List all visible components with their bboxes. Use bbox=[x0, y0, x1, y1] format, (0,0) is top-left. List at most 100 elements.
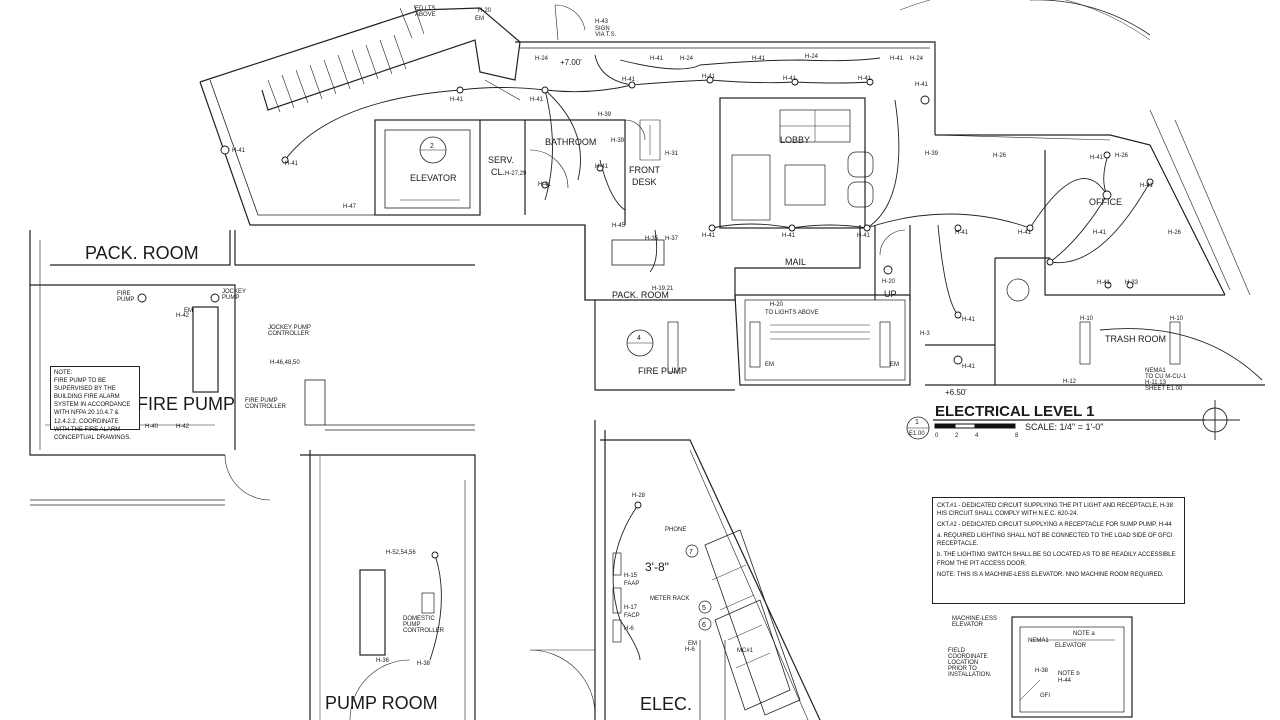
circuit-tag: H-37 bbox=[665, 236, 679, 242]
circuit-tag: H-26 bbox=[1168, 230, 1182, 236]
jockey-pump-label: JOCKEY PUMP bbox=[222, 289, 247, 301]
circuit-tag: H-41 bbox=[650, 56, 664, 62]
mc1-label: MC#1 bbox=[737, 648, 754, 654]
circuit-tag: H-31 bbox=[665, 151, 679, 157]
room-label-fire-pump: FIRE PUMP bbox=[137, 394, 235, 414]
circuit-tag: H-41 bbox=[1090, 155, 1104, 161]
circuit-tag: H-10 bbox=[1170, 316, 1184, 322]
em-label: EM bbox=[765, 362, 774, 368]
room-label-bathroom: BATHROOM bbox=[545, 137, 596, 147]
fixture bbox=[1102, 190, 1112, 200]
facp-label: FACP bbox=[624, 613, 640, 619]
circuit-tag: H-39 bbox=[598, 112, 612, 118]
fixture bbox=[708, 224, 716, 232]
general-note: a. REQUIRED LIGHTING SHALL NOT BE CONNEC… bbox=[937, 533, 1173, 548]
stair-treads bbox=[267, 34, 407, 113]
detail-h38: H-38 bbox=[1035, 668, 1049, 674]
lobby-rug bbox=[719, 97, 866, 229]
circuit-tag: H-28 bbox=[632, 493, 646, 499]
ed-lts-label: ED LTS ABOVE bbox=[415, 6, 436, 18]
fixture bbox=[1026, 224, 1034, 232]
circuit-tag: H-19,21 bbox=[652, 286, 674, 292]
general-note: CKT.#2 - DEDICATED CIRCUIT SUPPLYING A R… bbox=[937, 522, 1172, 529]
room-label-pump-room: PUMP ROOM bbox=[325, 693, 438, 713]
circuit-tag: H-15 bbox=[624, 573, 638, 579]
fixture bbox=[1103, 151, 1111, 159]
fixture bbox=[788, 224, 796, 232]
circuit-tag: H-41 bbox=[782, 233, 796, 239]
circuit-tag: H-43 bbox=[595, 19, 609, 25]
fixture bbox=[596, 164, 604, 172]
fire-pump-note: NOTE: FIRE PUMP TO BE SUPERVISED BY THE … bbox=[50, 366, 140, 441]
stair-treads-2 bbox=[399, 4, 425, 39]
fixture bbox=[920, 95, 930, 105]
circuit-tag: H-20 bbox=[770, 302, 784, 308]
circuit-tag: H-39 bbox=[611, 138, 625, 144]
circuit-tag: H-41 bbox=[857, 233, 871, 239]
circuit-tag: H-12 bbox=[1063, 379, 1077, 385]
dimension-label: 3'-8" bbox=[645, 560, 669, 574]
wall bbox=[584, 225, 861, 301]
detail-h44: H-44 bbox=[1058, 678, 1072, 684]
fixture bbox=[1046, 258, 1054, 266]
wall bbox=[484, 79, 521, 101]
fixture bbox=[220, 145, 230, 155]
room-label-cl: CL. bbox=[491, 167, 505, 177]
circuit-tag: H-41 bbox=[1093, 230, 1107, 236]
machine-less-label: MACHINE-LESS ELEVATOR bbox=[952, 616, 998, 628]
circuit-tag: H-41 bbox=[538, 182, 552, 188]
circuit-tag: H-41 bbox=[1018, 230, 1032, 236]
circuit-tag: H-24 bbox=[535, 56, 549, 62]
elevator-car bbox=[384, 129, 471, 209]
em-label: EM bbox=[184, 308, 193, 314]
wall bbox=[515, 41, 936, 135]
scale-tick: 8 bbox=[1015, 433, 1019, 439]
circuit-tag: H-41 bbox=[783, 76, 797, 82]
circuit-tag: H-41 bbox=[890, 56, 904, 62]
room-label-lobby: LOBBY bbox=[780, 135, 810, 145]
circuit-tag: H-17 bbox=[624, 605, 638, 611]
domestic-controller-label: DOMESTIC PUMP CONTROLLER bbox=[403, 616, 445, 634]
circuit-tag: H-20 bbox=[882, 279, 896, 285]
fixture bbox=[791, 78, 799, 86]
general-note: b. THE LIGHTING SWITCH SHALL BE SO LOCAT… bbox=[937, 552, 1176, 567]
room-label-elec: ELEC. bbox=[640, 694, 692, 714]
fixture bbox=[954, 311, 962, 319]
circuit-tag: H-24 bbox=[910, 56, 924, 62]
wall bbox=[935, 134, 1226, 296]
meter-rack-label: METER RACK bbox=[650, 596, 689, 602]
fixture bbox=[883, 265, 893, 275]
fixture bbox=[954, 224, 962, 232]
wall bbox=[29, 230, 225, 456]
circuit-tag: H-41 bbox=[915, 82, 929, 88]
circuit-tag: H-41 bbox=[752, 56, 766, 62]
wall bbox=[734, 294, 911, 386]
circuit-tag: H-42 bbox=[176, 313, 190, 319]
fixture bbox=[863, 224, 871, 232]
fixture bbox=[706, 76, 714, 84]
circuit-tag: H-41 bbox=[595, 164, 609, 170]
fixture bbox=[210, 293, 220, 303]
drawing-scale: SCALE: 1/4" = 1'-0" bbox=[1025, 422, 1103, 432]
fixture bbox=[866, 78, 874, 86]
circuit-tag: H-52,54,56 bbox=[386, 550, 416, 556]
ref-hex-5: 5 bbox=[702, 605, 706, 612]
circuit-tag: H-10 bbox=[1080, 316, 1094, 322]
room-label-pack-small: PACK. ROOM bbox=[612, 290, 669, 300]
circuit-tag: H-47 bbox=[343, 204, 357, 210]
domestic-pump-unit bbox=[359, 569, 386, 656]
title-detail-number: 1 bbox=[915, 419, 919, 426]
fire-pump-unit bbox=[192, 306, 219, 393]
circuit-tag: H-27,29 bbox=[505, 171, 527, 177]
drawing-title: ELECTRICAL LEVEL 1 bbox=[935, 403, 1094, 420]
circuit-tag: H-20 bbox=[478, 8, 492, 14]
phone-label: PHONE bbox=[665, 527, 686, 533]
fixture bbox=[137, 293, 147, 303]
circuit-tag: H-41 bbox=[450, 97, 464, 103]
meter-rack bbox=[704, 529, 801, 716]
elevator-detail bbox=[1011, 616, 1133, 718]
wall bbox=[1044, 150, 1225, 296]
wall bbox=[209, 79, 475, 216]
circuit-tag: H-45 bbox=[612, 223, 626, 229]
scale-tick: 2 bbox=[955, 433, 959, 439]
